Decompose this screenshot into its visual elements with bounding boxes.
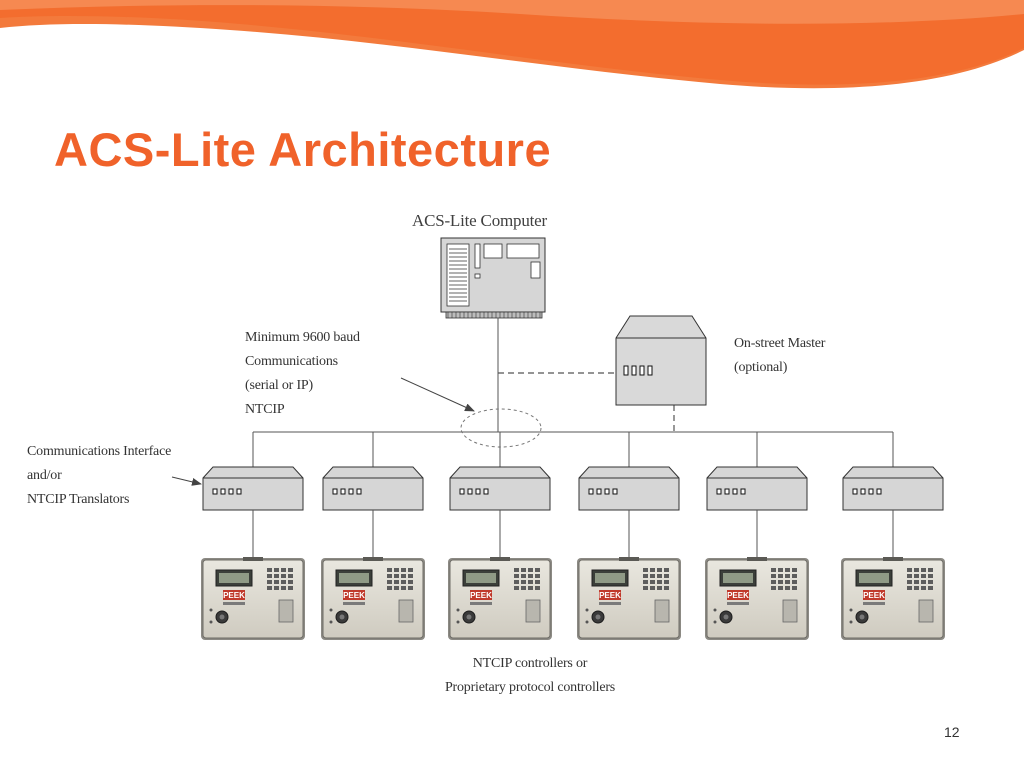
interface-label-line: NTCIP Translators — [27, 492, 130, 507]
interfaces-layer — [202, 432, 944, 511]
interface-box — [842, 466, 944, 511]
master-label: On-street Master (optional) — [734, 332, 825, 380]
master-label-line: On-street Master — [734, 336, 826, 351]
master-label-line: (optional) — [734, 360, 788, 375]
controllers-label: NTCIP controllers or Proprietary protoco… — [400, 652, 660, 700]
controller-icon: PEEK — [201, 557, 305, 640]
comm-note-line: NTCIP — [245, 402, 285, 417]
controller-icon: PEEK — [448, 557, 552, 640]
controllers-layer: PEEK PEEK PEEK PEEK PEEK PEEK — [201, 510, 945, 640]
interface-label: Communications Interface and/or NTCIP Tr… — [27, 440, 171, 512]
header-wave-banner — [0, 0, 1024, 89]
controller-brand: PEEK — [223, 591, 245, 600]
controller-icon: PEEK — [321, 557, 425, 640]
interface-box — [578, 466, 680, 511]
computer-icon — [440, 237, 546, 319]
interface-box — [202, 466, 304, 511]
controller-icon: PEEK — [841, 557, 945, 640]
comm-note-line: Minimum 9600 baud — [245, 330, 360, 345]
comm-note-line: Communications — [245, 354, 338, 369]
interface-box — [449, 466, 551, 511]
page-number: 12 — [944, 724, 960, 740]
controller-brand: PEEK — [863, 591, 885, 600]
comm-note-line: (serial or IP) — [245, 378, 313, 393]
controller-brand: PEEK — [727, 591, 749, 600]
interface-label-line: Communications Interface — [27, 444, 172, 459]
comm-note: Minimum 9600 baud Communications (serial… — [245, 326, 360, 422]
on-street-master-icon — [615, 315, 707, 406]
controller-icon: PEEK — [577, 557, 681, 640]
interface-label-line: and/or — [27, 468, 62, 483]
slide-title: ACS-Lite Architecture — [54, 123, 552, 176]
interface-box — [322, 466, 424, 511]
comm-note-arrow — [400, 377, 475, 412]
interface-note-arrow — [171, 476, 202, 486]
controllers-label-line: Proprietary protocol controllers — [444, 680, 616, 695]
controller-icon: PEEK — [705, 557, 809, 640]
comm-link-highlight — [460, 408, 542, 448]
interface-box — [706, 466, 808, 511]
computer-label: ACS-Lite Computer — [412, 211, 547, 230]
controllers-label-line: NTCIP controllers or — [472, 656, 588, 671]
controller-brand: PEEK — [599, 591, 621, 600]
controller-brand: PEEK — [343, 591, 365, 600]
controller-brand: PEEK — [470, 591, 492, 600]
